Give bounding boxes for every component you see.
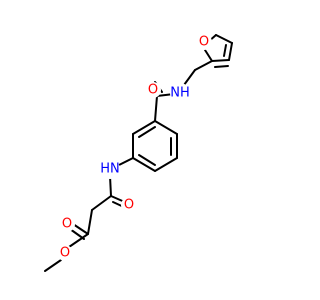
bond-ch2-nh [183,69,196,86]
bond-furan-c3-c4-double [223,44,227,57]
atom-nh-amide-label: NH [170,86,190,101]
bond-furan-c4-c5 [215,34,233,44]
bond-furan-ch2 [194,60,213,71]
atom-o-ester-carbonyl: O [59,216,75,232]
atom-hn-anilide: HN [100,159,120,179]
atom-o-ester-label: O [60,246,70,261]
bond-carbonyl-ring [154,95,158,122]
bond-ester-carbonyl [72,223,89,235]
bond-ester-methyl [44,259,62,272]
atom-o-succinyl: O [121,197,137,213]
molecule-diagram: O NH O HN O O O [44,34,233,272]
atom-nh-amide: NH [170,83,190,103]
bond-ring-6-double [138,126,156,138]
bond-furan-c2-c3-double [214,65,229,68]
bond-ring-3 [154,157,178,172]
atom-labels: O NH O HN O O O [57,34,212,261]
atom-o-amide-label: O [148,83,158,98]
bond-succinyl-c2 [91,195,112,211]
bond-furan-c2-c3 [211,59,230,62]
bond-ring-nh [118,157,134,166]
atom-o-ester: O [57,245,73,261]
bond-ester-o [68,233,89,248]
bond-ring-6 [132,120,156,135]
atom-o-ester-carbonyl-label: O [62,217,72,232]
atom-o-furan: O [196,34,212,50]
atom-o-succinyl-label: O [124,198,134,213]
bond-ring-1 [154,120,178,135]
bond-nh-succinyl [109,175,112,197]
atom-hn-anilide-label: HN [100,162,120,177]
atom-o-amide: O [145,82,161,98]
bond-succinyl-c3 [87,209,93,235]
bond-ring-4-double [138,154,156,166]
bond-furan-o-c2 [204,49,213,62]
bond-ring-4 [132,157,156,172]
structure-canvas: O NH O HN O O O [44,34,233,272]
bonds [44,34,233,272]
bond-furan-c3-c4 [228,42,233,61]
atom-o-furan-label: O [199,35,209,50]
